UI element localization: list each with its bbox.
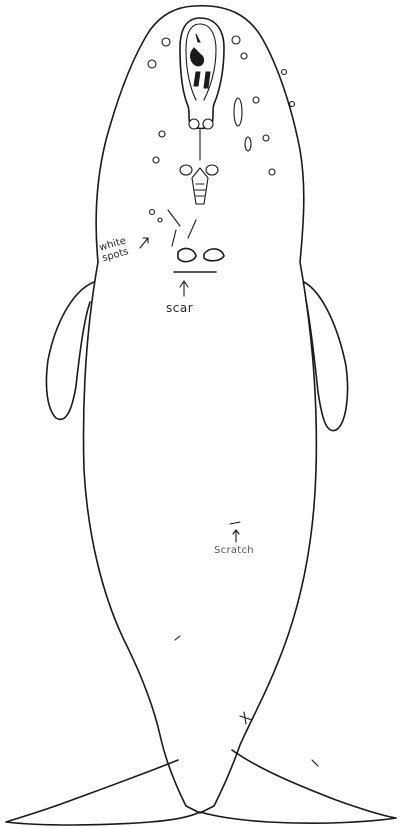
white-spot xyxy=(241,53,247,59)
body-outline xyxy=(84,6,317,813)
white-spot xyxy=(162,38,170,46)
scar-arrow xyxy=(180,281,188,296)
white-spot xyxy=(253,97,259,103)
blowhole-right xyxy=(203,119,213,129)
white-spot xyxy=(245,137,251,151)
white-spot xyxy=(282,70,287,75)
callosity-right xyxy=(206,165,218,175)
callosity-left xyxy=(180,165,192,175)
white-spot xyxy=(148,60,156,68)
scratch-arrow xyxy=(233,530,239,542)
right-fluke xyxy=(200,750,396,823)
scratch-mark xyxy=(230,522,240,524)
lip-callosity-right xyxy=(204,249,224,261)
white-spot xyxy=(269,169,275,175)
white-spot xyxy=(263,135,269,141)
fluke-mark-2 xyxy=(312,760,318,766)
white-spot xyxy=(150,210,155,215)
blowhole-left xyxy=(189,119,199,129)
chin-patch xyxy=(192,168,208,204)
chin-patch-hatch xyxy=(195,184,205,196)
scratch-label: Scratch xyxy=(214,546,254,556)
spot-pointer xyxy=(168,210,196,246)
white-spot xyxy=(234,98,242,126)
white-spot xyxy=(153,157,159,163)
white-spot xyxy=(290,102,295,107)
right-flipper xyxy=(304,282,348,431)
white-spot xyxy=(159,131,165,137)
lip-callosity-left xyxy=(178,249,196,262)
flipper-mark xyxy=(175,636,180,640)
rostrum-marks xyxy=(191,34,210,88)
scar-label: scar xyxy=(166,302,193,314)
white-spot xyxy=(232,36,240,44)
white-spot xyxy=(158,218,162,222)
rostrum-callosity xyxy=(180,18,224,129)
